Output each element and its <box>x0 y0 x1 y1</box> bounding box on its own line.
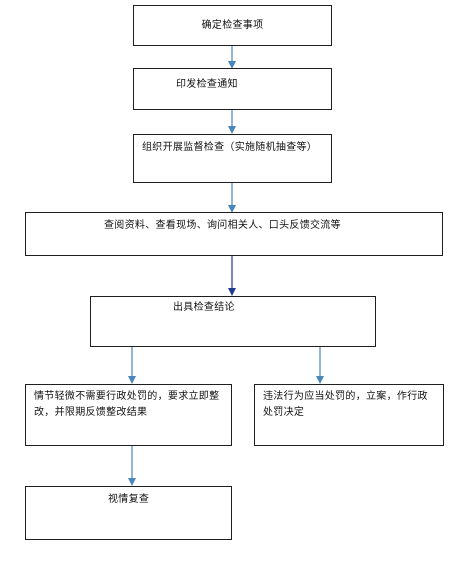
step-issue-notice: 印发检查通知 <box>133 68 332 110</box>
step-issue-conclusion: 出具检查结论 <box>90 296 376 347</box>
step-violation-penalty-label: 违法行为应当处罚的，立案，作行政处罚决定 <box>263 391 428 418</box>
step-follow-up-review: 视情复查 <box>25 486 232 540</box>
step-minor-rectify: 情节轻微不需要行政处罚的，要求立即整改，并限期反馈整改结果 <box>25 384 232 446</box>
step-organize-inspection-label: 组织开展监督检查（实施随机抽查等） <box>142 142 318 153</box>
step-organize-inspection: 组织开展监督检查（实施随机抽查等） <box>133 134 332 183</box>
step-review-materials: 查阅资料、查看现场、询问相关人、口头反馈交流等 <box>25 212 443 256</box>
step-determine-items: 确定检查事项 <box>133 5 332 46</box>
step-determine-items-label: 确定检查事项 <box>201 20 264 31</box>
step-minor-rectify-label: 情节轻微不需要行政处罚的，要求立即整改，并限期反馈整改结果 <box>34 391 220 418</box>
step-issue-conclusion-label: 出具检查结论 <box>173 302 235 313</box>
step-issue-notice-label: 印发检查通知 <box>176 79 238 90</box>
step-follow-up-review-label: 视情复查 <box>108 494 150 505</box>
step-review-materials-label: 查阅资料、查看现场、询问相关人、口头反馈交流等 <box>104 220 341 231</box>
step-violation-penalty: 违法行为应当处罚的，立案，作行政处罚决定 <box>254 384 444 446</box>
